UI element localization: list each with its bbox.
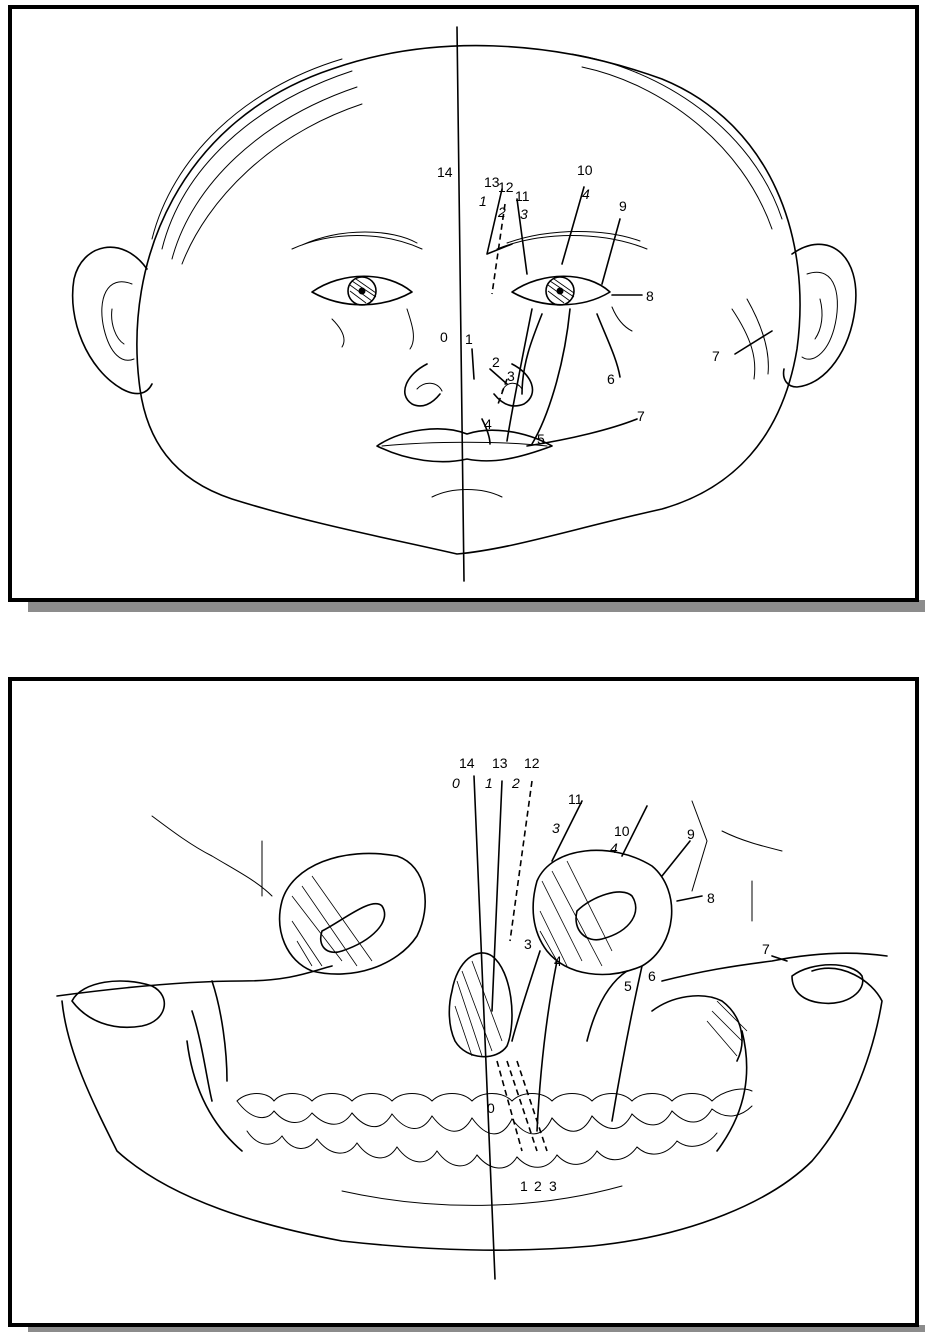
cleft-line-9 [662,841,690,876]
label-3: 3 [524,936,532,952]
label-italic-3: 3 [520,206,528,222]
eyebrow-left [292,232,422,249]
label-8: 8 [646,288,654,304]
lower-teeth-row [247,1131,717,1168]
orbit-left-inner [321,904,385,953]
cleft-line-13 [492,781,502,1011]
cleft-line-8 [677,896,702,901]
label-italic-2: 2 [497,204,506,220]
midline [474,776,495,1279]
eyebrow-right [497,232,647,250]
skull-upper-right [692,801,782,921]
midline [457,27,464,581]
mouth-line [382,442,547,446]
cleft-line-6 [597,314,620,377]
orbit-right-inner [576,892,636,940]
label-10: 10 [577,162,593,178]
label-bottom-3: 3 [549,1178,557,1194]
label-3: 3 [507,368,515,384]
face-diagram-panel: 14 13 12 11 10 9 8 7 7 6 5 4 3 2 1 0 1 2… [8,5,919,602]
cleft-line-1-2-3-lower [497,1061,547,1151]
cheek-creases [332,307,632,349]
label-7-temple: 7 [712,348,720,364]
skull-diagram-panel: 14 13 12 11 10 9 8 7 6 5 4 3 0 1 2 3 4 0… [8,677,919,1327]
label-1: 1 [465,331,473,347]
cleft-line-4 [537,961,557,1131]
label-9: 9 [687,826,695,842]
label-italic-0: 0 [452,775,460,791]
label-italic-1: 1 [485,775,493,791]
label-italic-4: 4 [610,840,618,856]
label-8: 8 [707,890,715,906]
label-13: 13 [492,755,508,771]
cleft-line-2 [490,369,507,384]
label-bottom-0: 0 [487,1100,495,1116]
label-12: 12 [524,755,540,771]
cleft-line-3 [512,951,540,1041]
cleft-line-5 [532,309,570,444]
ear-left-inner [102,282,134,360]
label-9: 9 [619,198,627,214]
pupil-left [359,288,366,295]
label-10: 10 [614,823,630,839]
nasal-cavity-hatch [455,961,502,1056]
label-7: 7 [762,941,770,957]
cleft-line-5 [587,971,627,1041]
ear-right-inner [802,272,837,359]
label-4: 4 [554,953,562,969]
label-6: 6 [607,371,615,387]
label-2: 2 [492,354,500,370]
cleft-line-12-dashed [510,781,532,941]
skull-upper-left [152,816,272,896]
jaw-inner [187,1031,747,1151]
label-14: 14 [459,755,475,771]
label-italic-2: 2 [511,775,520,791]
label-italic-4: 4 [582,186,590,202]
label-11: 11 [568,791,583,807]
chin-crease [432,490,502,498]
pupil-right [557,288,564,295]
chin-arc [342,1186,622,1205]
label-7-cheek: 7 [637,408,645,424]
label-12: 12 [498,179,514,195]
label-bottom-1: 1 [520,1178,528,1194]
zygomatic-left [57,966,332,996]
head-outline [137,46,800,554]
face-diagram: 14 13 12 11 10 9 8 7 7 6 5 4 3 2 1 0 1 2… [12,9,915,598]
label-6: 6 [648,968,656,984]
label-5: 5 [624,978,632,994]
label-4: 4 [484,416,492,432]
label-bottom-2: 2 [534,1178,542,1194]
cleft-line-3-dashed [497,379,507,407]
cleft-line-9 [602,219,620,284]
label-11: 11 [515,188,530,204]
mouth [377,429,552,462]
label-italic-3: 3 [552,820,560,836]
skull-diagram: 14 13 12 11 10 9 8 7 6 5 4 3 0 1 2 3 4 0… [12,681,915,1323]
nasal-cavity [449,953,512,1057]
mandible-outline [62,968,882,1250]
cleft-line-3 [522,314,542,394]
cleft-line-1 [472,349,474,379]
cleft-line-10 [562,187,584,264]
label-5: 5 [537,431,545,447]
label-italic-1: 1 [479,193,487,209]
label-14: 14 [437,164,453,180]
cheek-strut-right [652,996,742,1061]
condyle-right [792,965,863,1004]
label-0: 0 [440,329,448,345]
hair-strands-left [152,59,362,264]
cleft-line-7-temple [735,331,772,354]
